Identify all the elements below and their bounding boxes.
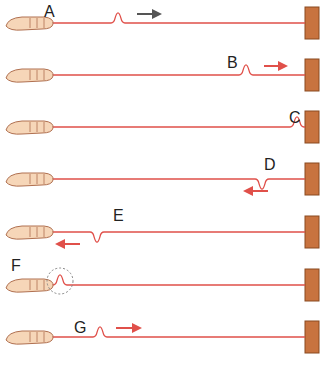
hand-icon: [6, 226, 53, 239]
hand-icon: [6, 69, 53, 82]
point-label: E: [113, 208, 124, 224]
string-pulse: [52, 179, 305, 189]
direction-arrow: [116, 327, 140, 329]
point-label: A: [44, 4, 55, 20]
hand-icon: [6, 173, 53, 186]
hand-icon: [6, 279, 53, 292]
hand-icon: [6, 121, 53, 134]
string-pulse: [52, 275, 305, 285]
string-pulse: [52, 232, 305, 242]
direction-arrow: [137, 13, 160, 15]
string-row: [6, 216, 319, 248]
wall-block: [305, 269, 319, 301]
wall-block: [305, 7, 319, 39]
string-pulse: [52, 65, 305, 75]
string-pulse: [52, 13, 305, 23]
string-pulse: [52, 327, 305, 337]
wall-block: [305, 163, 319, 195]
string-row: [6, 111, 319, 143]
string-row: [6, 59, 319, 91]
direction-arrow: [245, 190, 268, 192]
wall-block: [305, 216, 319, 248]
point-label: F: [11, 258, 21, 274]
direction-arrow: [57, 243, 80, 245]
wall-block: [305, 111, 319, 143]
wall-block: [305, 321, 319, 353]
string-row: [6, 268, 319, 301]
wall-block: [305, 59, 319, 91]
point-label: G: [74, 320, 86, 336]
point-label: C: [289, 110, 301, 126]
dashed-circle: [47, 268, 73, 294]
string-row: [6, 321, 319, 353]
direction-arrow: [264, 65, 286, 67]
hand-icon: [6, 331, 53, 344]
string-pulse: [52, 117, 305, 127]
point-label: D: [264, 157, 276, 173]
point-label: B: [227, 55, 238, 71]
